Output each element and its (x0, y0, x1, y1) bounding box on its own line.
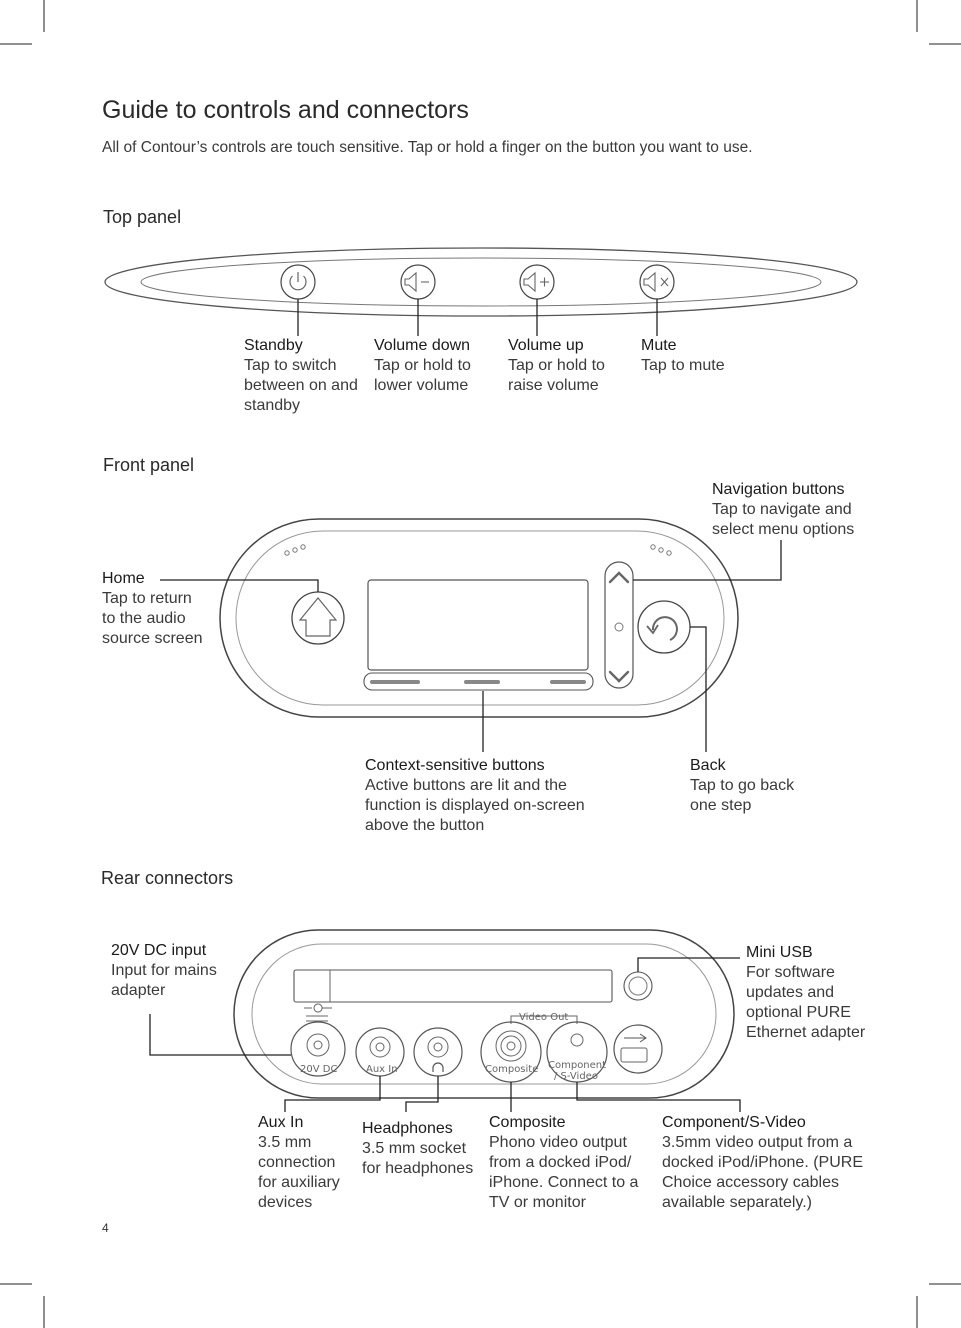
headphones-port-icon (413, 1027, 463, 1077)
callout-volume-up-desc: Tap or hold to raise volume (508, 357, 605, 394)
callout-back: Back Tap to go back one step (690, 756, 794, 816)
mini-usb-port-icon (613, 971, 663, 1074)
callout-headphones: Headphones 3.5 mm socket for headphones (362, 1119, 473, 1179)
power-icon (280, 264, 316, 300)
page-number: 4 (102, 1221, 109, 1235)
callout-mini-usb-label: Mini USB (746, 944, 813, 961)
panel-text-component: Component (548, 1060, 606, 1071)
callout-standby-label: Standby (244, 337, 303, 354)
section-rear-connectors: Rear connectors (101, 868, 234, 888)
callout-volume-down: Volume down Tap or hold to lower volume (374, 336, 471, 396)
callout-navigation-label: Navigation buttons (712, 481, 845, 498)
callout-aux-in-desc: 3.5 mm connection for auxiliary devices (258, 1134, 340, 1211)
callout-composite: Composite Phono video output from a dock… (489, 1113, 638, 1213)
chevron-down-icon (608, 670, 630, 683)
section-front-panel: Front panel (103, 455, 195, 475)
callout-aux-in-label: Aux In (258, 1114, 304, 1131)
composite-port-icon (480, 1021, 542, 1083)
callout-component-label: Component/S-Video (662, 1114, 806, 1131)
callout-volume-up-label: Volume up (508, 337, 584, 354)
callout-component-desc: 3.5mm video output from a docked iPod/iP… (662, 1134, 863, 1211)
callout-navigation: Navigation buttons Tap to navigate and s… (712, 480, 854, 540)
callout-back-desc: Tap to go back one step (690, 777, 795, 814)
callout-home: Home Tap to return to the audio source s… (102, 569, 203, 649)
dock-slot (293, 969, 613, 1003)
callout-dc-input-desc: Input for mains adapter (111, 962, 217, 999)
callout-context-desc: Active buttons are lit and the function … (365, 777, 585, 834)
callout-composite-desc: Phono video output from a docked iPod/ i… (489, 1134, 639, 1211)
callout-aux-in: Aux In 3.5 mm connection for auxiliary d… (258, 1113, 340, 1213)
intro-text: All of Contour’s controls are touch sens… (102, 139, 753, 156)
panel-text-video-out: Video Out (519, 1012, 568, 1023)
navigation-strip (604, 561, 634, 689)
callout-mute-desc: Tap to mute (641, 357, 725, 374)
back-button-icon (637, 600, 691, 654)
panel-text-dc: 20V DC (300, 1064, 337, 1075)
front-panel-illustration (160, 518, 782, 752)
callout-home-label: Home (102, 570, 145, 587)
top-panel-illustration (104, 247, 858, 336)
rear-panel-text: 20V DC Aux In Composite Component / S-Vi… (300, 1012, 606, 1082)
video-out-bracket (510, 1015, 578, 1024)
callout-mini-usb: Mini USB For software updates and option… (746, 943, 865, 1043)
callout-volume-down-desc: Tap or hold to lower volume (374, 357, 471, 394)
callout-component: Component/S-Video 3.5mm video output fro… (662, 1113, 863, 1213)
section-top-panel: Top panel (103, 207, 182, 227)
callout-back-label: Back (690, 757, 726, 774)
callout-standby-desc: Tap to switch between on and standby (244, 357, 358, 414)
callout-navigation-desc: Tap to navigate and select menu options (712, 501, 855, 538)
callout-mute: Mute Tap to mute (641, 336, 725, 376)
display-screen (367, 579, 589, 671)
callout-home-desc: Tap to return to the audio source screen (102, 590, 203, 647)
callout-context-label: Context-sensitive buttons (365, 757, 545, 774)
callout-headphones-label: Headphones (362, 1120, 453, 1137)
callout-context-buttons: Context-sensitive buttons Active buttons… (365, 756, 585, 836)
callout-dc-input: 20V DC input Input for mains adapter (111, 941, 217, 1001)
select-dot (614, 622, 624, 632)
callout-standby: Standby Tap to switch between on and sta… (244, 336, 358, 416)
mute-icon (639, 264, 675, 300)
volume-down-icon (400, 264, 436, 300)
callout-volume-up: Volume up Tap or hold to raise volume (508, 336, 605, 396)
callout-mini-usb-desc: For software updates and optional PURE E… (746, 964, 866, 1041)
callout-headphones-desc: 3.5 mm socket for headphones (362, 1140, 474, 1177)
page-title: Guide to controls and connectors (102, 96, 469, 124)
panel-text-composite: Composite (485, 1064, 538, 1075)
led-dots (284, 544, 672, 556)
panel-text-aux: Aux In (366, 1064, 398, 1075)
callout-volume-down-label: Volume down (374, 337, 471, 354)
dc-input-port-icon (290, 1003, 346, 1077)
context-button-strip (363, 672, 594, 691)
volume-up-icon (519, 264, 555, 300)
home-button-icon (291, 591, 345, 645)
chevron-up-icon (608, 571, 630, 584)
callout-dc-input-label: 20V DC input (111, 942, 207, 959)
rear-panel-illustration: 20V DC Aux In Composite Component / S-Vi… (149, 929, 741, 1112)
callout-mute-label: Mute (641, 337, 677, 354)
callout-composite-label: Composite (489, 1114, 566, 1131)
panel-text-svideo: / S-Video (554, 1071, 598, 1082)
